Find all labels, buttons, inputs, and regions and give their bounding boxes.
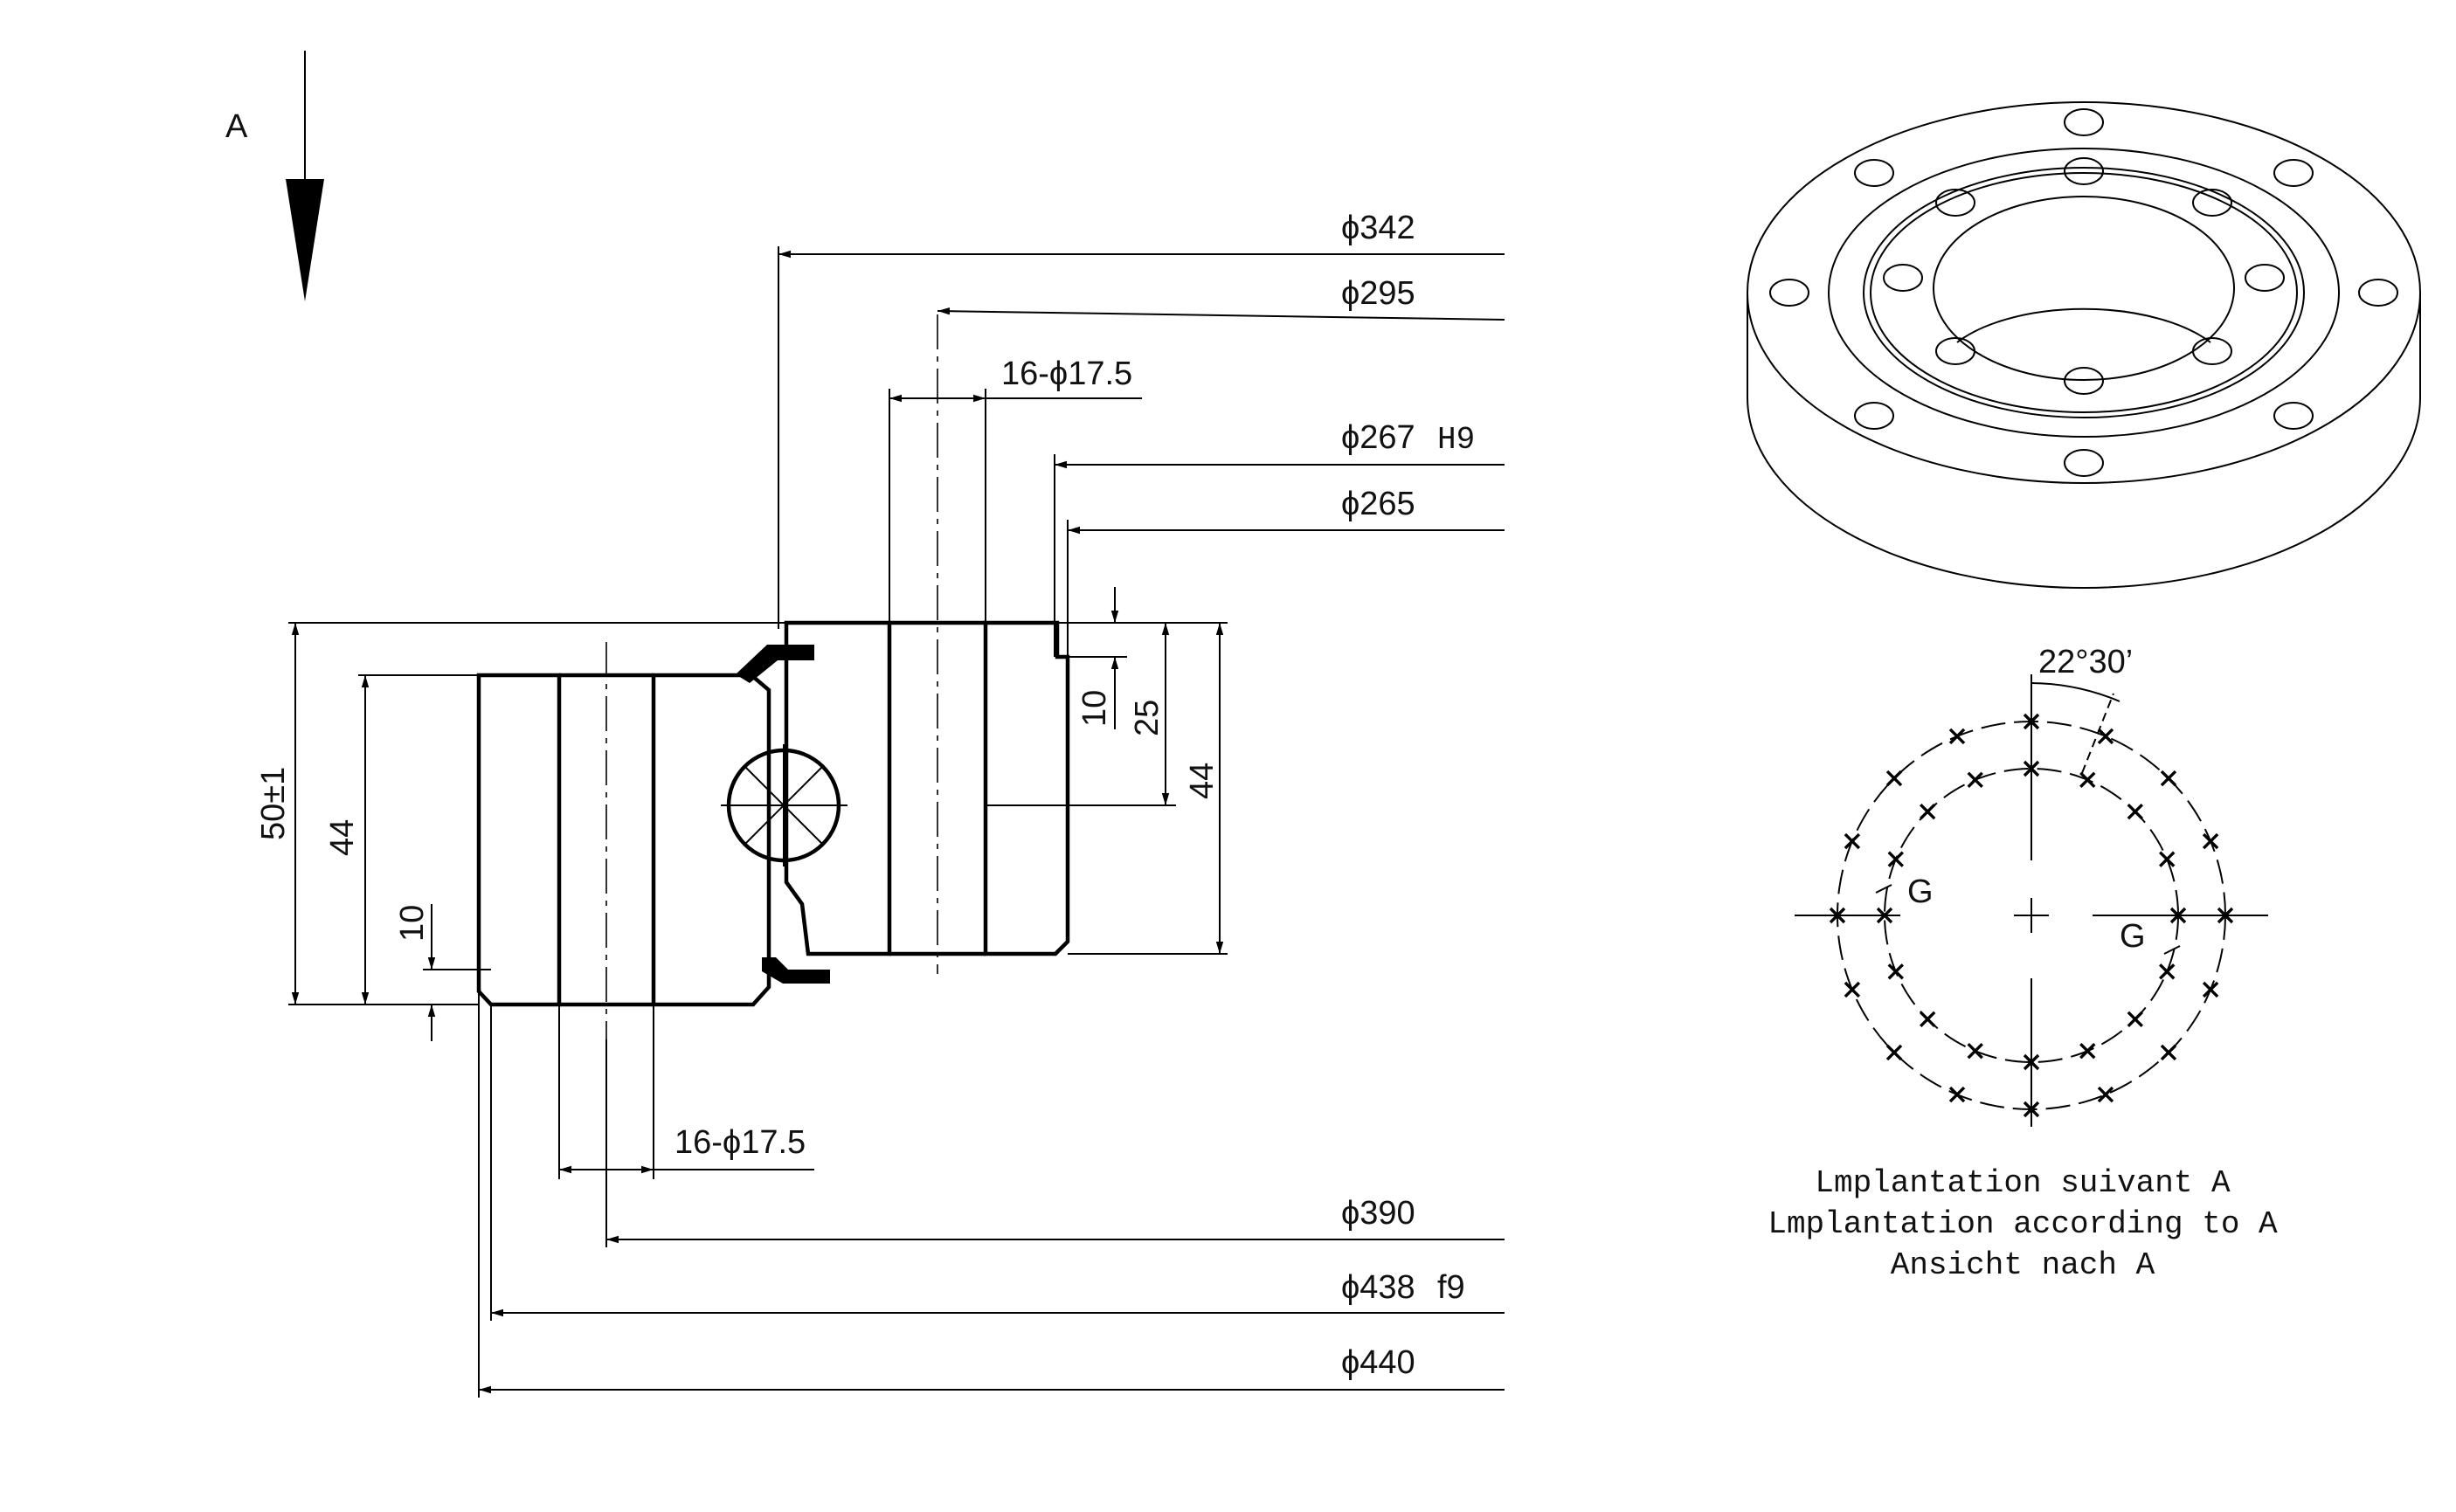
outer-hole-mark (1829, 907, 1846, 924)
outer-hole-mark (2097, 728, 2114, 745)
outer-hole-mark (2202, 981, 2219, 998)
dim-d267: ϕ267 (1341, 419, 1415, 456)
pattern-marker-left: G (1907, 873, 1934, 910)
outer-hole-mark (1844, 832, 1861, 850)
inner-hole-mark (1967, 771, 1983, 788)
dim-d267-tolerance: H9 (1437, 422, 1475, 458)
seal-bottom (762, 957, 830, 984)
dim-d390: ϕ390 (1341, 1195, 1415, 1232)
dim-h25: 25 (1129, 700, 1166, 736)
dim-holes-bottom: 16-ϕ17.5 (675, 1124, 806, 1161)
dim-h50: 50±1 (255, 767, 292, 840)
inner-hole-mark (2023, 1053, 2040, 1071)
inner-hole-mark (2159, 851, 2176, 867)
inner-hole-mark (2169, 907, 2187, 924)
dim-h44-left: 44 (324, 819, 361, 856)
dim-d438-tolerance: f9 (1437, 1269, 1465, 1306)
outer-hole-mark (2023, 713, 2040, 730)
caption-line-1: Lmplantation suivant A (1815, 1165, 2231, 1201)
view-arrow-label: A (225, 108, 248, 145)
outer-hole-mark (2202, 832, 2219, 850)
outer-hole-mark (1844, 981, 1861, 998)
seal-top (736, 645, 814, 683)
outer-hole-mark (2023, 1101, 2040, 1118)
dim-d295: ϕ295 (1341, 275, 1415, 312)
outer-hole-mark (2160, 770, 2177, 787)
dim-d342: ϕ342 (1341, 210, 1415, 246)
dim-d438: ϕ438 (1341, 1269, 1415, 1306)
dim-d265: ϕ265 (1341, 486, 1415, 522)
dim-h10-right: 10 (1076, 690, 1113, 727)
dim-d440: ϕ440 (1341, 1344, 1415, 1381)
inner-hole-mark (2079, 1043, 2096, 1060)
outer-hole-mark (2097, 1086, 2114, 1103)
inner-hole-mark (2127, 1011, 2143, 1027)
section-view (476, 314, 1070, 1039)
roller-element (721, 744, 847, 866)
outer-hole-mark (1885, 770, 1903, 787)
inner-hole-mark (1920, 804, 1936, 820)
dim-h44-right: 44 (1184, 763, 1221, 799)
dim-h10-left: 10 (394, 905, 431, 942)
outer-hole-mark (1885, 1044, 1903, 1061)
inner-hole-mark (1887, 851, 1904, 867)
dimension-labels: ϕ342 ϕ295 16-ϕ17.5 ϕ267 H9 ϕ265 16-ϕ17.5… (255, 210, 1475, 1381)
hole-pattern-view: 22°30’ G G (1795, 644, 2268, 1127)
inner-hole-mark (1876, 907, 1893, 924)
outer-hole-mark (1948, 1086, 1966, 1103)
caption-line-2: Lmplantation according to A (1768, 1206, 2278, 1242)
view-caption: Lmplantation suivant A Lmplantation acco… (1768, 1165, 2278, 1283)
inner-hole-mark (2023, 760, 2040, 777)
inner-hole-mark (1887, 963, 1904, 980)
inner-hole-mark (2159, 963, 2176, 980)
outer-hole-mark (1948, 728, 1966, 745)
dimension-lines (288, 246, 1505, 1398)
inner-hole-mark (1967, 1043, 1983, 1060)
inner-hole-mark (2079, 771, 2096, 788)
inner-hole-mark (1920, 1011, 1936, 1027)
pattern-marker-right: G (2120, 918, 2146, 955)
caption-line-3: Ansicht nach A (1891, 1247, 2155, 1283)
inner-ring-section (784, 620, 1070, 956)
pattern-angle: 22°30’ (2038, 644, 2133, 680)
outer-hole-mark (2217, 907, 2234, 924)
inner-hole-mark (2127, 804, 2143, 820)
outer-hole-mark (2160, 1044, 2177, 1061)
dim-holes-top: 16-ϕ17.5 (1001, 356, 1132, 392)
isometric-view (1747, 101, 2421, 589)
view-arrow: A (225, 51, 324, 301)
outer-ring-section (476, 673, 771, 1007)
